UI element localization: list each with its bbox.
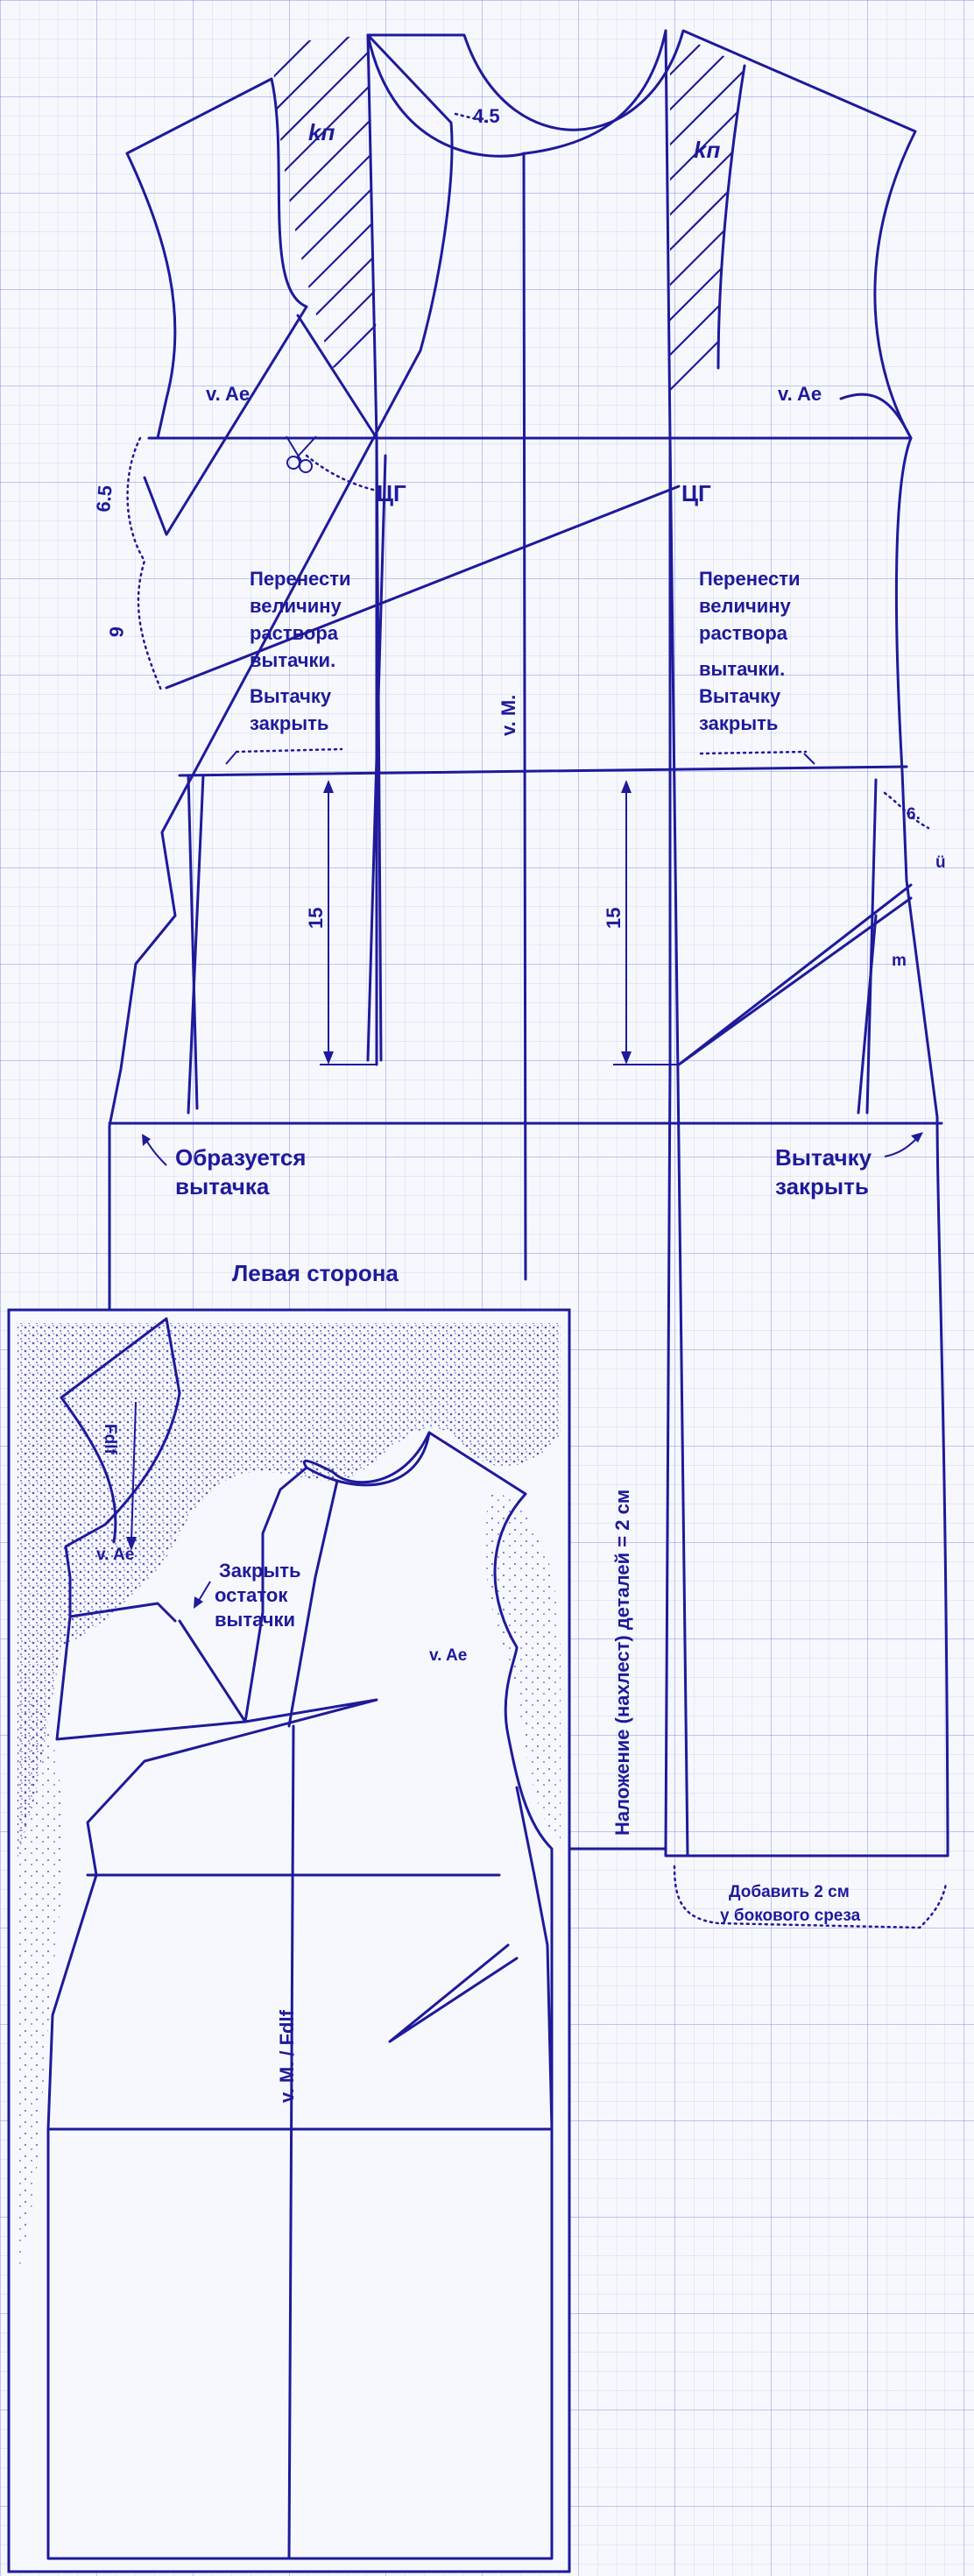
waist-line — [178, 765, 908, 777]
right-dart-slit — [677, 883, 913, 1066]
transfer-note-right: Перенести величину раствора вытачки. Выт… — [699, 568, 801, 734]
label-measure-15-right: 15 — [603, 908, 625, 929]
right-panel-inner-line — [668, 436, 689, 1858]
inset-panel-seam — [287, 1479, 339, 1728]
dotted-guide-hem — [673, 1865, 948, 1929]
close-remainder-note: Закрыть остаток вытачки — [215, 1560, 301, 1631]
inset-panel — [7, 1308, 571, 2573]
label-measure-6: 6. — [907, 805, 921, 824]
label-measure-15-left: 15 — [305, 908, 327, 929]
svg-text:Образуется: Образуется — [175, 1144, 306, 1171]
svg-text:закрыть: закрыть — [699, 712, 778, 734]
right-side-dart — [857, 914, 878, 1115]
measure-15-left-line — [320, 784, 377, 1065]
left-dart-leg-b — [366, 454, 387, 1062]
dotted-guide-waist-left — [235, 747, 343, 754]
svg-text:величину: величину — [699, 595, 792, 617]
inset-left-seam — [68, 1602, 177, 1623]
svg-text:вытачки.: вытачки. — [699, 658, 785, 680]
inset-bodice-outline — [46, 1317, 554, 2560]
svg-text:Добавить 2 см: Добавить 2 см — [729, 1883, 850, 1901]
svg-text:остаток: остаток — [215, 1584, 288, 1606]
inset-center-front — [287, 1724, 295, 2560]
neckline — [366, 29, 667, 158]
transfer-note-left: Перенести величину раствора вытачки. Выт… — [250, 568, 351, 734]
close-dart-note: Вытачку закрыть — [775, 1144, 872, 1200]
label-mark-u: ü — [935, 853, 946, 872]
inset-left-shoulder — [60, 1396, 117, 1544]
label-kp-left: kп — [308, 119, 335, 145]
svg-text:у бокового среза: у бокового среза — [720, 1907, 861, 1925]
inset-neck — [305, 1431, 431, 1487]
dotted-guide-cg — [305, 454, 378, 492]
svg-text:Перенести: Перенести — [699, 568, 801, 590]
label-measure-45: 4.5 — [473, 105, 500, 127]
right-armhole — [839, 393, 913, 440]
left-armhole — [125, 152, 177, 440]
label-cg-left: ЦГ — [377, 480, 406, 506]
forms-dart-note: Образуется вытачка — [175, 1144, 306, 1200]
inset-shading-top — [18, 1323, 561, 1858]
right-hatch-edge — [716, 64, 746, 370]
inset-side-dart — [388, 1943, 519, 2043]
label-ae-right: v. Ae — [778, 383, 822, 405]
label-mark-m: m — [892, 952, 907, 970]
label-center-front: v. M. — [498, 695, 519, 736]
label-measure-9: 9 — [105, 626, 128, 638]
svg-text:вытачки: вытачки — [215, 1609, 295, 1631]
label-inset-ae-right: v. Ae — [429, 1646, 467, 1665]
label-measure-65: 6.5 — [92, 485, 116, 513]
scissors-icon — [286, 435, 317, 473]
main-outline — [108, 29, 949, 1858]
hatch-left — [272, 35, 377, 368]
add-2cm-note: Добавить 2 см у бокового среза — [720, 1883, 861, 1925]
label-ae-left: v. Ae — [206, 383, 250, 405]
left-waist-dart-a — [187, 774, 205, 1115]
label-overlap-note: Наложение (нахлест) деталей = 2 см — [611, 1490, 633, 1836]
svg-text:закрыть: закрыть — [775, 1173, 869, 1200]
labels: 4.5 kп kп v. Ae v. Ae ЦГ ЦГ 6.5 9 Перене… — [92, 105, 946, 2103]
dotted-guide-right-side — [883, 791, 930, 830]
left-shoulder-flap — [125, 77, 308, 536]
svg-text:Вытачку: Вытачку — [699, 685, 781, 707]
svg-text:раствора: раствора — [250, 622, 339, 644]
label-inset-center-front: v. M. / Fdlf — [276, 2009, 298, 2103]
svg-text:раствора: раствора — [699, 622, 788, 644]
measure-15-right-line — [613, 784, 679, 1065]
svg-text:вытачка: вытачка — [175, 1173, 270, 1200]
left-skirt-seam — [187, 774, 199, 1110]
right-skirt-seam — [865, 778, 878, 1115]
left-dart-leg-a — [296, 314, 383, 1062]
label-cg-right: ЦГ — [681, 480, 711, 506]
dotted-guide-neck — [454, 112, 492, 124]
label-inset-ae-left: v. Ae — [96, 1546, 134, 1564]
svg-text:закрыть: закрыть — [250, 712, 328, 734]
arrow-transfer-right — [803, 753, 815, 765]
inset-side-seam — [515, 1786, 554, 2131]
svg-text:Вытачку: Вытачку — [250, 685, 332, 707]
center-front-line — [522, 152, 527, 1281]
label-fdlf: Fdlf — [101, 1424, 119, 1454]
label-left-side: Левая сторона — [232, 1260, 399, 1286]
dotted-guide-left-shoulder — [126, 436, 164, 694]
svg-text:вытачки.: вытачки. — [250, 649, 335, 671]
svg-text:величину: величину — [250, 595, 342, 617]
inset-dart-close-line — [178, 1619, 247, 1723]
inset-shading-left — [18, 1665, 64, 2278]
front-panel-right-seam — [664, 29, 672, 1851]
dotted-guide-waist-right — [699, 750, 808, 755]
inset-fdlf-arrow — [131, 1401, 137, 1543]
label-kp-right: kп — [694, 137, 720, 163]
arrow-transfer-left — [225, 751, 237, 765]
svg-text:Перенести: Перенести — [250, 568, 351, 590]
inset-shading-right — [484, 1490, 561, 1840]
svg-text:Закрыть: Закрыть — [219, 1560, 301, 1582]
dart-transfer-line — [165, 485, 681, 690]
svg-text:Вытачку: Вытачку — [775, 1144, 872, 1171]
